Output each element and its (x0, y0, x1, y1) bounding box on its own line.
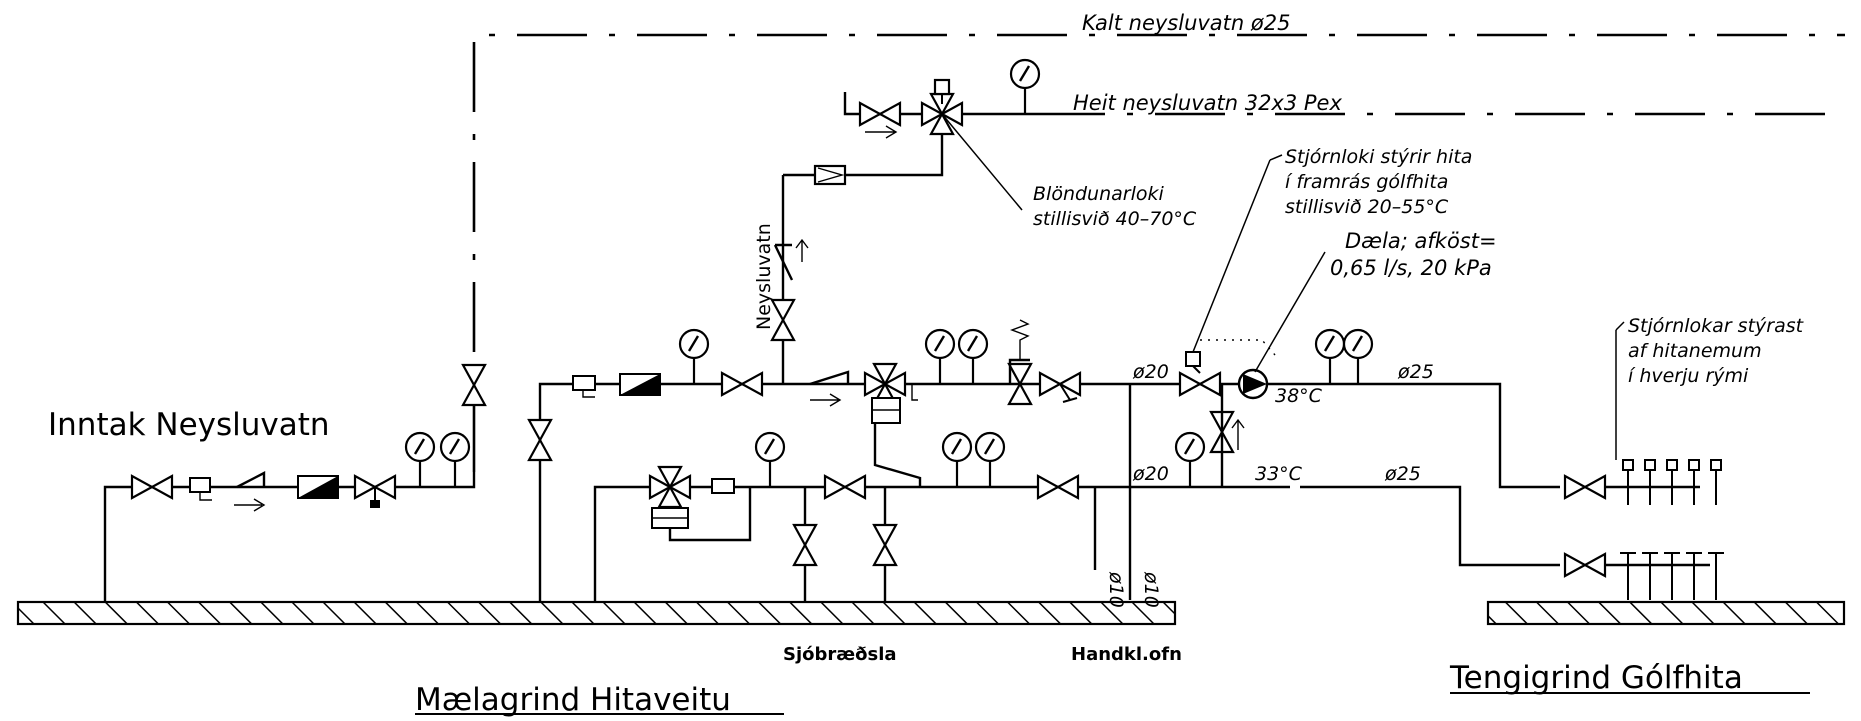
label-pump-2: 0,65 l/s, 20 kPa (1330, 256, 1492, 280)
mixing-valve-assembly (770, 58, 1041, 384)
label-room-valves-2: af hitanemum (1628, 340, 1762, 362)
label-domestic-water-vertical: Neysluvatn (753, 223, 775, 330)
floor-hatch-left (16, 600, 1177, 626)
label-d20-lower: ø20 (1132, 463, 1169, 485)
label-room-valves-1: Stjórnlokar stýrast (1628, 315, 1805, 337)
hot-water-line (843, 92, 1845, 116)
label-room-valves-3: í hverju rými (1628, 365, 1749, 387)
label-snow-melt: Sjóbræðsla (783, 644, 897, 665)
label-cold-water: Kalt neysluvatn ø25 (1082, 11, 1290, 35)
title-floor-heating-manifold: Tengigrind Gólfhita (1449, 660, 1743, 696)
label-d10-a: ø10 (1105, 571, 1127, 608)
floor-heating-connection (1174, 154, 1724, 600)
label-hot-water: Heit neysluvatn 32x3 Pex (1073, 91, 1342, 115)
floor-hatch-right (1486, 600, 1846, 626)
label-intake: Inntak Neysluvatn (48, 407, 330, 443)
upper-branch (527, 319, 1178, 602)
intake-line (103, 363, 487, 602)
label-pump-1: Dæla; afköst= (1345, 229, 1497, 253)
label-temp-33: 33°C (1255, 463, 1303, 485)
label-d10-b: ø10 (1140, 571, 1162, 608)
label-temp-38: 38°C (1275, 385, 1323, 407)
label-towel-rail: Handkl.ofn (1071, 644, 1182, 665)
label-mixing-valve-1: Blöndunarloki (1033, 183, 1164, 205)
label-control-valve-3: stillisvið 20–55°C (1285, 196, 1449, 218)
cold-water-line (472, 33, 1845, 472)
label-d20-upper: ø20 (1132, 361, 1169, 383)
label-d25-upper: ø25 (1397, 361, 1434, 383)
lower-branch (593, 384, 1178, 602)
label-mixing-valve-2: stillisvið 40–70°C (1033, 208, 1197, 230)
label-d25-lower: ø25 (1384, 463, 1421, 485)
label-control-valve-2: í framrás gólfhita (1285, 171, 1448, 193)
label-control-valve-1: Stjórnloki stýrir hita (1285, 146, 1472, 168)
title-meter-manifold: Mælagrind Hitaveitu (415, 682, 731, 718)
